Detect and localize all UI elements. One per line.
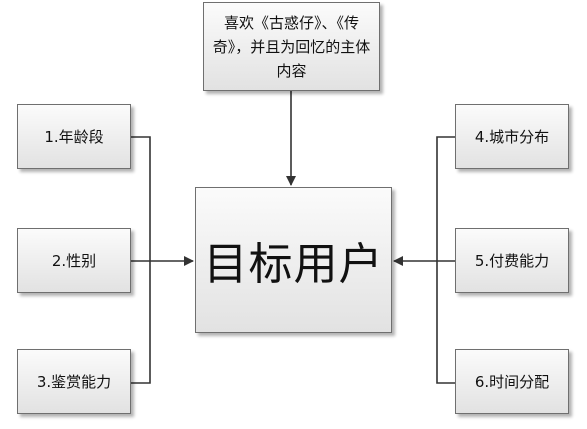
right-box-payment: 5.付费能力 bbox=[455, 228, 569, 293]
left-box-appreciation: 3.鉴赏能力 bbox=[17, 349, 131, 414]
top-note-box: 喜欢《古惑仔》、《传奇》，并且为回忆的主体内容 bbox=[203, 2, 380, 91]
left-box-gender: 2.性别 bbox=[17, 228, 131, 293]
connector-left-bracket bbox=[131, 136, 151, 384]
right-box-time-label: 6.时间分配 bbox=[474, 373, 550, 391]
left-box-age-label: 1.年龄段 bbox=[44, 128, 104, 146]
left-box-age: 1.年龄段 bbox=[17, 104, 131, 169]
center-label: 目标用户 bbox=[203, 239, 384, 290]
right-box-city-label: 4.城市分布 bbox=[474, 128, 550, 146]
center-box: 目标用户 bbox=[195, 187, 392, 333]
left-box-gender-label: 2.性别 bbox=[51, 252, 97, 270]
left-box-appreciation-label: 3.鉴赏能力 bbox=[36, 373, 112, 391]
right-box-city: 4.城市分布 bbox=[455, 104, 569, 169]
connector-right-bracket bbox=[436, 136, 455, 384]
top-note-text: 喜欢《古惑仔》、《传奇》，并且为回忆的主体内容 bbox=[212, 13, 371, 80]
right-box-payment-label: 5.付费能力 bbox=[474, 252, 550, 270]
right-box-time: 6.时间分配 bbox=[455, 349, 569, 414]
